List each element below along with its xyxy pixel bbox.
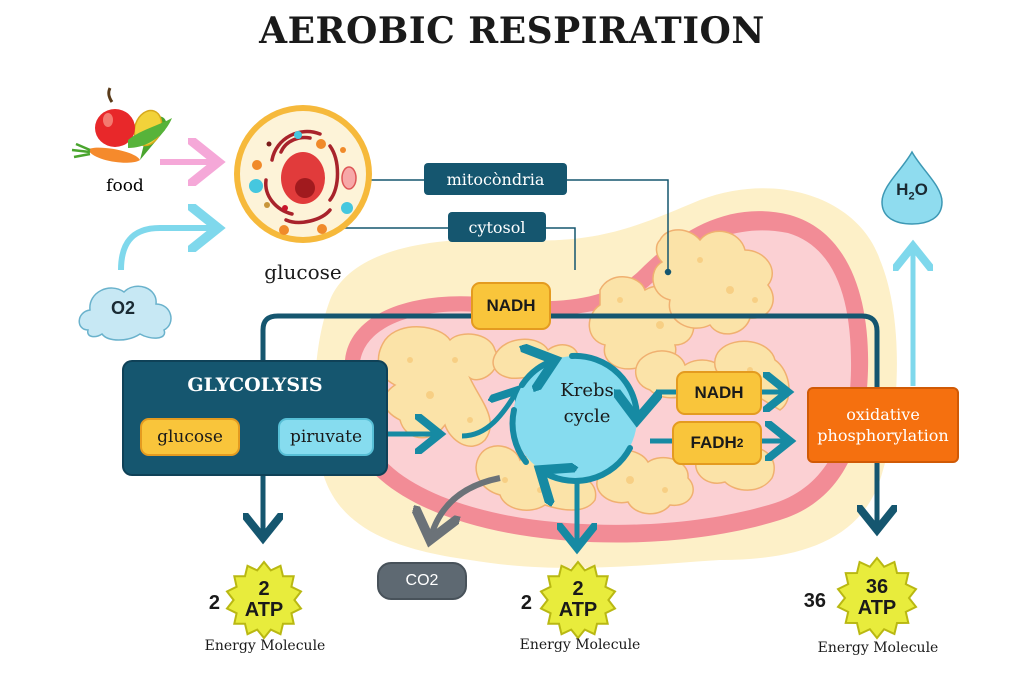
- glycolysis-energy-caption: Energy Molecule: [204, 638, 326, 654]
- cell-illustration: [234, 105, 372, 243]
- fadh2-subscript: 2: [736, 436, 744, 450]
- krebs-line1: Krebs: [560, 380, 614, 401]
- krebs-line2: cycle: [563, 406, 611, 427]
- oxygen-arrow: [118, 228, 218, 271]
- atp-badge-count: 36: [865, 576, 889, 598]
- oxygen-cloud-icon: [78, 285, 172, 341]
- krebs-atp-count: 2: [520, 592, 532, 614]
- page-title: AEROBIC RESPIRATION: [259, 10, 765, 52]
- nadh-shuttle-line: [260, 313, 880, 388]
- water-drop-icon: [881, 150, 943, 225]
- krebs-energy-caption: Energy Molecule: [519, 637, 641, 653]
- atp-badge-unit: ATP: [558, 599, 598, 621]
- atp-badge-unit: ATP: [244, 599, 284, 621]
- krebs-cycle-arrows: [509, 356, 638, 481]
- atp-badges: [225, 556, 918, 640]
- atp-badge-unit: ATP: [857, 597, 897, 619]
- oxphos-energy-caption: Energy Molecule: [817, 640, 939, 656]
- water-subscript: 2: [908, 190, 915, 203]
- atp-badge-count: 2: [572, 578, 584, 600]
- water-label: H2O: [882, 180, 942, 202]
- water-base: H: [896, 180, 909, 199]
- mitochondria-callout: mitocòndria: [424, 163, 567, 195]
- co2-arrow: [430, 475, 501, 540]
- food-icon: [71, 87, 172, 163]
- oxphos-atp-count: 36: [803, 590, 826, 612]
- krebs-entry-arrow: [461, 390, 518, 439]
- krebs-cycle-label: Krebs cycle: [527, 378, 647, 438]
- oxygen-label: O2: [110, 298, 135, 318]
- glycolysis-atp-badge-text: 2 ATP: [232, 579, 296, 621]
- cytosol-callout: cytosol: [448, 212, 546, 242]
- nadh-shuttle-badge: NADH: [471, 282, 551, 330]
- glycolysis-title: GLYCOLYSIS: [187, 374, 323, 396]
- krebs-nadh-badge: NADH: [676, 371, 762, 415]
- glycolysis-atp-starburst-icon: [225, 560, 303, 640]
- cell-glucose-label: glucose: [264, 260, 342, 284]
- glycolysis-pyruvate-pill: piruvate: [278, 418, 374, 456]
- oxidative-phosphorylation-box: oxidative phosphorylation: [807, 387, 959, 463]
- glycolysis-box: GLYCOLYSIS glucose piruvate: [122, 360, 388, 476]
- oxphos-line1: oxidative: [846, 405, 920, 424]
- oxphos-atp-badge-text: 36 ATP: [845, 577, 909, 619]
- fadh2-base: FADH: [690, 433, 737, 452]
- krebs-atp-badge-text: 2 ATP: [546, 579, 610, 621]
- food-label: food: [106, 176, 144, 196]
- oxphos-line2: phosphorylation: [817, 426, 949, 445]
- water-tail: O: [914, 180, 928, 199]
- oxphos-atp-starburst-icon: [836, 556, 918, 640]
- krebs-atp-starburst-icon: [539, 560, 617, 640]
- atp-badge-count: 2: [258, 578, 270, 600]
- glycolysis-atp-count: 2: [208, 592, 220, 614]
- glycolysis-glucose-pill: glucose: [140, 418, 240, 456]
- co2-badge: CO2: [377, 562, 467, 600]
